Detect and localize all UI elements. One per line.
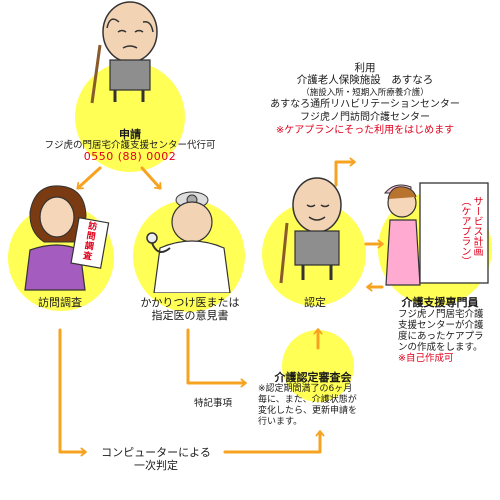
care-manager-line3: 度にあったケアプラ: [398, 331, 484, 342]
special-notes-label: 特記事項: [193, 398, 232, 409]
care-manager-title: 介護支援専門員: [401, 296, 479, 309]
arrow-to-doctor: [140, 166, 162, 190]
care-manager-line4: ンの作成をします。: [398, 342, 483, 353]
committee-line3: 変化したら、更新申請を: [258, 406, 358, 416]
usage-home-care: フジ虎ノ門訪問介護センター: [300, 112, 430, 123]
visit-label: 訪問調査: [38, 296, 82, 309]
arrow-doctor-to-committee: [186, 328, 247, 388]
committee-line2: 毎に、また、介護状態が: [258, 395, 357, 405]
care-manager-line2: 支援センターが介護: [398, 320, 484, 331]
computer-line2: 一次判定: [134, 459, 178, 472]
usage-facility-services: （施設入所・短期入所療養介護）: [301, 88, 429, 98]
care-manager-line1: フジ虎ノ門居宅介護: [398, 309, 484, 320]
doctor-label-line1: かかりつけ医または: [140, 296, 240, 309]
usage-facility: 介護老人保険施設 あすなろ: [296, 74, 434, 86]
usage-title: 利用: [354, 62, 376, 74]
doctor-label-line2: 指定医の意見書: [151, 309, 229, 322]
usage-rehab-center: あすなろ通所リハビリテーションセンター: [270, 99, 460, 110]
usage-note: ※ケアプランにそった利用をはじめます: [275, 125, 455, 136]
committee-line1: ※認定期間満了の6ヶ月: [258, 384, 353, 394]
application-agent: フジ虎の門居宅介護支援センター代行可: [44, 140, 216, 151]
committee-title: 介護認定審査会: [274, 371, 352, 384]
computer-line1: コンピューターによる: [101, 446, 211, 459]
care-manager-note: ※自己作成可: [398, 353, 454, 364]
arrow-computer-to-committee: [223, 430, 325, 454]
application-title: 申請: [119, 128, 141, 141]
certification-label: 認定: [304, 296, 326, 309]
interviewer-woman-icon: [24, 185, 110, 291]
committee-line4: 行います。: [258, 417, 303, 427]
arrow-cert-to-usage: [334, 157, 356, 187]
elderly-man-smiling-icon: [279, 177, 342, 284]
care-manager-nurse-icon: [383, 182, 489, 286]
arrow-visit-to-computer: [58, 328, 87, 457]
arrow-to-visit: [76, 166, 102, 190]
elderly-man-worried-icon: [90, 1, 158, 104]
doctor-icon: [146, 191, 231, 293]
care-plan-board-text: サービス計画（ケアプラン）: [459, 196, 482, 266]
application-phone: 0550 (88) 0002: [83, 150, 177, 163]
